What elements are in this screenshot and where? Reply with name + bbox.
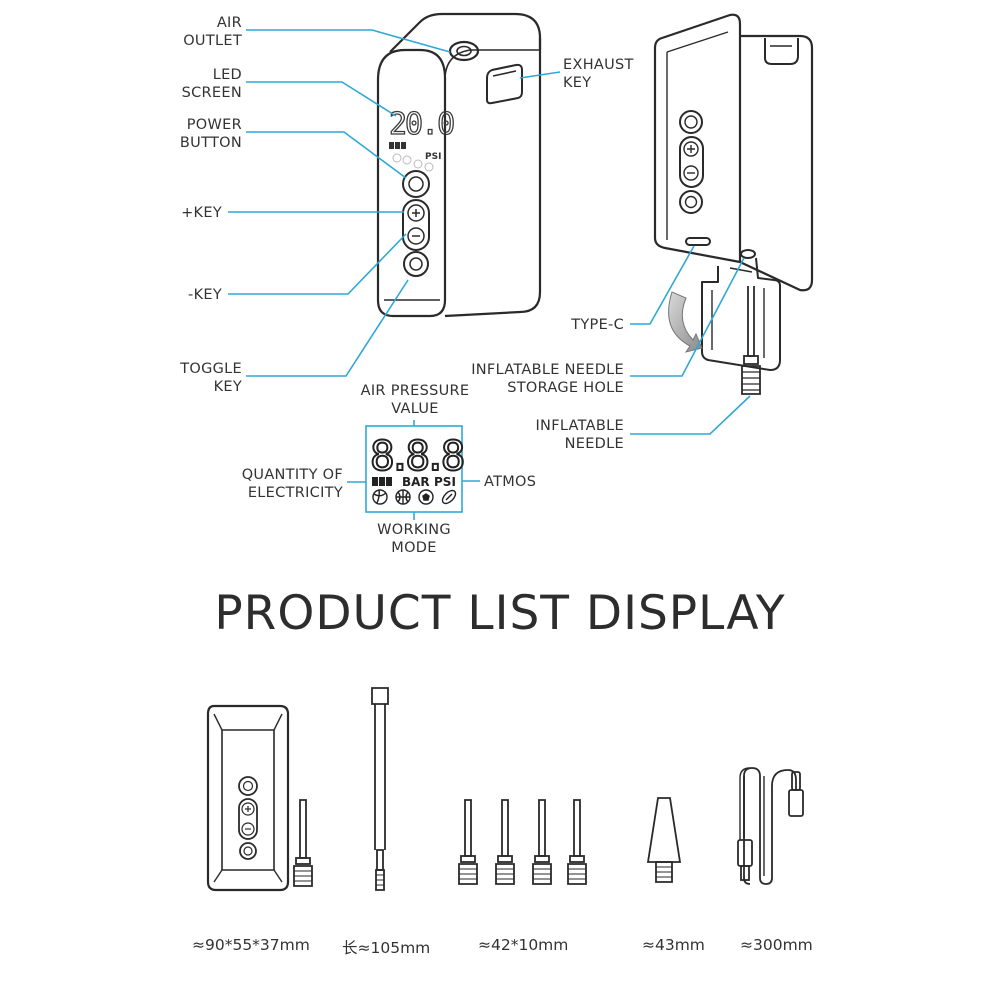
needle-3 — [532, 799, 552, 885]
power-icon — [408, 176, 424, 192]
product-hose — [371, 687, 389, 891]
front-device — [376, 12, 542, 318]
toggle-icon — [409, 257, 423, 271]
label-minus-key: -KEY — [188, 287, 222, 303]
power-button — [402, 170, 430, 198]
rear-inflatable-needle — [741, 286, 761, 395]
dimension-needles: ≈42*10mm — [478, 936, 569, 954]
lcd-digits: 8.8.8 — [370, 432, 464, 480]
plus-minus-key — [402, 199, 430, 251]
rugby-icon — [441, 489, 457, 505]
lcd-unit-psi: PSI — [434, 475, 456, 489]
dimension-hose: 长≈105mm — [342, 939, 431, 957]
section-title: PRODUCT LIST DISPLAY — [214, 586, 786, 641]
battery-icon — [372, 477, 378, 486]
needle-4 — [567, 799, 587, 885]
product-pump-needle — [293, 799, 313, 887]
rotation-arrow-icon — [668, 291, 703, 353]
lcd-unit-bar: BAR — [402, 475, 430, 489]
air-outlet-port — [448, 40, 480, 62]
dimension-pump: ≈90*55*37mm — [192, 936, 310, 954]
exhaust-key — [486, 63, 523, 105]
needle-1 — [458, 799, 478, 885]
label-plus-key: +KEY — [181, 205, 222, 221]
device-unit: PSI — [425, 152, 441, 162]
rear-buttons — [679, 110, 704, 214]
label-type-c: TYPE-C — [571, 317, 624, 333]
product-nozzle — [646, 797, 682, 883]
dimension-cable: ≈300mm — [740, 936, 813, 954]
lcd-display-diagram: 8.8.8 BAR PSI — [365, 425, 472, 513]
label-atmos: ATMOS — [484, 474, 537, 490]
product-needles — [458, 799, 587, 885]
football-icon — [418, 489, 434, 505]
needle-2 — [495, 799, 515, 885]
product-cable — [737, 767, 804, 885]
product-pump — [206, 704, 290, 892]
plus-icon — [412, 209, 420, 217]
device-buttons — [402, 170, 430, 277]
callout-lines — [228, 29, 751, 520]
toggle-key — [403, 251, 429, 277]
dimension-nozzle: ≈43mm — [642, 936, 705, 954]
device-reading: 20.0 — [389, 107, 454, 142]
device-led-screen: 20.0 PSI — [388, 106, 457, 172]
rear-device — [653, 13, 814, 371]
volleyball-icon — [372, 489, 388, 505]
